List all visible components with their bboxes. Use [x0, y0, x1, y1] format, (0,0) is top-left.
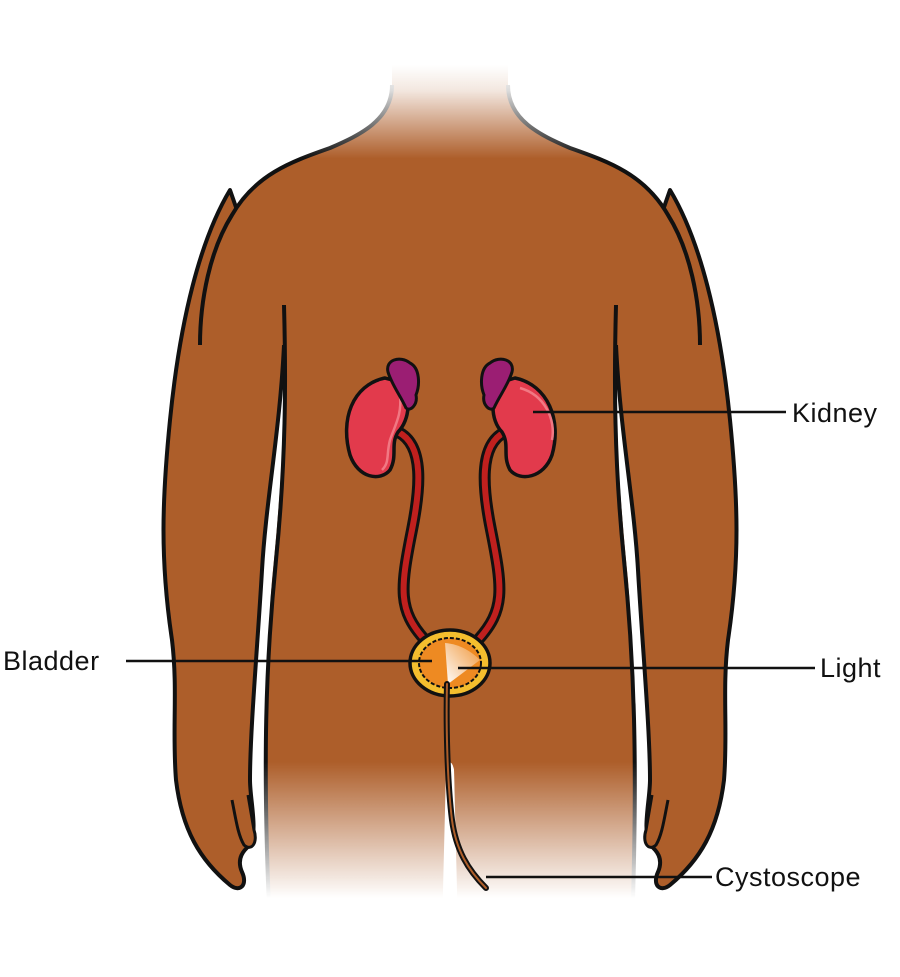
right-adrenal-gland	[480, 357, 514, 411]
torso	[200, 60, 700, 930]
ureters	[392, 426, 511, 646]
cystoscope-label: Cystoscope	[715, 862, 862, 892]
kidney-label: Kidney	[792, 398, 878, 428]
left-thumb	[230, 794, 257, 849]
left-kidney-highlight	[381, 394, 402, 471]
right-kidney-highlight	[519, 386, 555, 441]
shoulder-outline	[198, 84, 702, 346]
leader-lines	[126, 410, 815, 879]
torso-side-lines	[263, 304, 637, 931]
left-adrenal-gland	[386, 357, 420, 411]
bladder-label: Bladder	[3, 646, 100, 676]
light-label: Light	[820, 653, 882, 683]
light-beam	[445, 643, 480, 684]
left-arm	[161, 188, 286, 891]
cystoscope	[443, 681, 489, 891]
left-kidney	[344, 376, 410, 479]
right-arm	[614, 188, 739, 891]
right-kidney	[491, 376, 557, 479]
right-thumb	[643, 794, 670, 849]
